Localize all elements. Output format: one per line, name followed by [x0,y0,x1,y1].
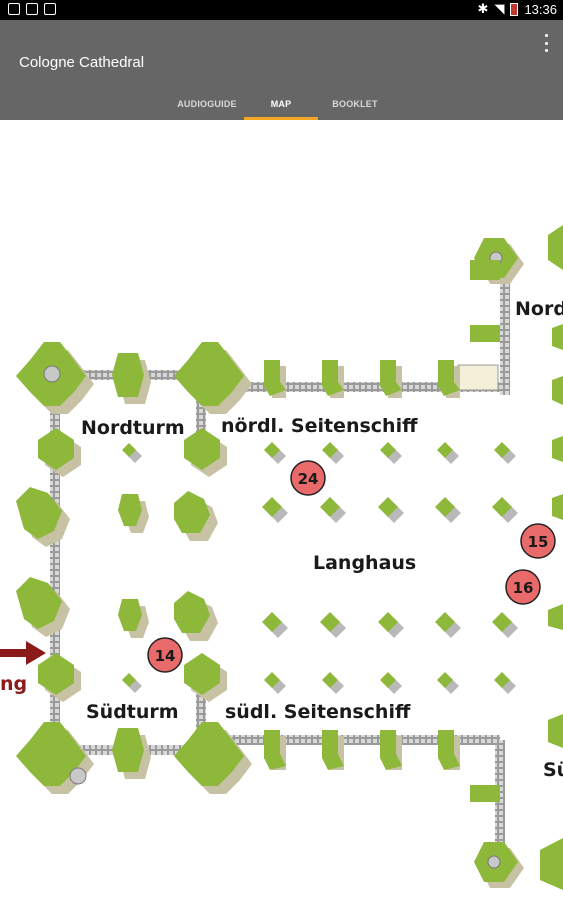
pillar [492,612,512,632]
pillar [378,497,398,517]
battery-icon [510,2,519,16]
label-nordturm: Nordturm [81,417,185,439]
pillar [122,673,136,687]
pillar [435,612,455,632]
cathedral-map[interactable]: Nordturm nördl. Seitenschiff Langhaus Sü… [0,120,563,900]
status-bar: ✱ ◥ 13:36 [0,0,563,20]
pillar [262,612,282,632]
pillar [494,442,510,458]
entrance-arrow-icon [0,641,46,665]
label-suedturm: Südturm [86,701,179,723]
tab-audioguide[interactable]: AUDIOGUIDE [177,99,237,109]
clock: 13:36 [524,1,557,17]
pillar [435,497,455,517]
pillar [380,442,396,458]
pillar [437,442,453,458]
wifi-icon: ◥ [494,1,505,16]
svg-text:15: 15 [528,533,549,551]
pillar [492,497,512,517]
tab-bar: AUDIOGUIDE MAP BOOKLET [0,88,563,120]
pillar [322,442,338,458]
medium-piers [16,353,227,779]
pillar [262,497,282,517]
label-suedl-seitenschiff: südl. Seitenschiff [225,701,411,723]
pillar [122,443,136,457]
marker-15[interactable]: 15 [520,523,556,559]
marker-24[interactable]: 24 [290,460,326,496]
overflow-menu-icon[interactable] [543,34,549,52]
label-langhaus: Langhaus [313,552,416,574]
partial-piers-right [540,225,563,890]
label-entrance-partial: ng [0,673,27,695]
bluetooth-icon: ✱ [477,1,489,16]
pillar [264,442,280,458]
pillar [378,612,398,632]
label-sued-partial: Sü [543,759,563,781]
label-noerdl-seitenschiff: nördl. Seitenschiff [221,415,418,437]
pillar [320,497,340,517]
tab-booklet[interactable]: BOOKLET [332,99,378,109]
app-title: Cologne Cathedral [19,54,145,71]
label-nord-partial: Nord [515,298,563,320]
svg-text:14: 14 [155,647,176,665]
usb-icon [8,3,20,15]
pillar [320,612,340,632]
nave-pillars [122,442,518,694]
pillar [437,672,453,688]
marker-14[interactable]: 14 [147,637,183,673]
pillar [322,672,338,688]
app-bar: Cologne Cathedral AUDIOGUIDE MAP BOOKLET [0,20,563,120]
pillar [264,672,280,688]
pillar [380,672,396,688]
tower-piers [16,238,524,888]
floor-plan: Nordturm nördl. Seitenschiff Langhaus Sü… [0,225,563,890]
svg-text:24: 24 [298,470,319,488]
tab-map[interactable]: MAP [244,88,318,120]
image-icon [44,3,56,15]
buttresses [264,260,500,802]
sd-card-icon [26,3,38,15]
svg-text:16: 16 [513,579,534,597]
pillar [494,672,510,688]
marker-16[interactable]: 16 [505,569,541,605]
